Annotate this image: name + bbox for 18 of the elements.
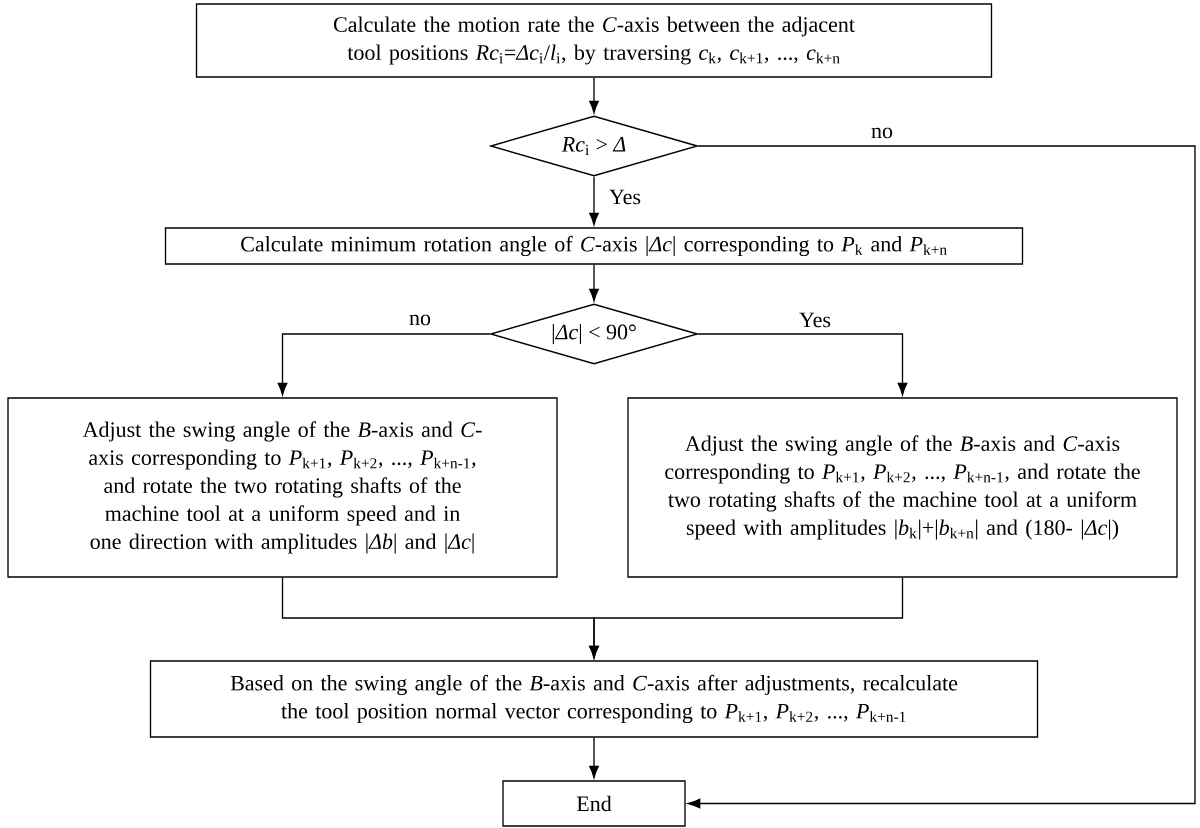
arrow [687, 145, 1196, 809]
process-box: Adjust the swing angle of the B-axis and C-axis corresponding to P$_{k+1}$, P$_{k+2}$, ..., P$_{k+n-1}$, and rotate the two rotating shafts of the machine tool at a uniform speed and in one direction with amplitudes |Δb| and |Δc| [7, 397, 558, 578]
process-box: End [502, 780, 686, 827]
arrow [589, 577, 904, 659]
arrow [589, 737, 599, 779]
arrow [589, 77, 599, 114]
edge-label: no [869, 126, 895, 140]
process-box: Adjust the swing angle of the B-axis and C-axis corresponding to P$_{k+1}$, P$_{k+2}$, ..., P$_{k+n-1}$, and rotate the two rotating shafts of the machine tool at a uniform speed with amplitudes |b$_{k}$|+|b$_{k+n}$| and (180- |Δc|) [627, 397, 1178, 578]
edge-label: Yes [607, 188, 643, 206]
arrow [277, 333, 491, 396]
process-box: Based on the swing angle of the B-axis and C-axis after adjustments, recalculate the tool position normal vector corresponding to P$_{k+1}$, P$_{k+2}$, ..., P$_{k+n-1}$ [149, 660, 1039, 738]
process-box: Calculate the motion rate the C-axis between the adjacent tool positions Rc$_{i}$=Δc$_{i}$/l$_{i}$, by traversing c$_{k}$, c$_{k+1}$, ..., c$_{k+n}$ [195, 3, 993, 78]
edge-label: Yes [797, 311, 833, 329]
process-box: Calculate minimum rotation angle of C-axis |Δc| corresponding to P$_{k}$ and P$_{k+n}$ [164, 227, 1024, 265]
edge-label: no [407, 313, 433, 327]
arrow [697, 333, 908, 396]
arrow [589, 176, 599, 226]
arrow [589, 264, 599, 302]
